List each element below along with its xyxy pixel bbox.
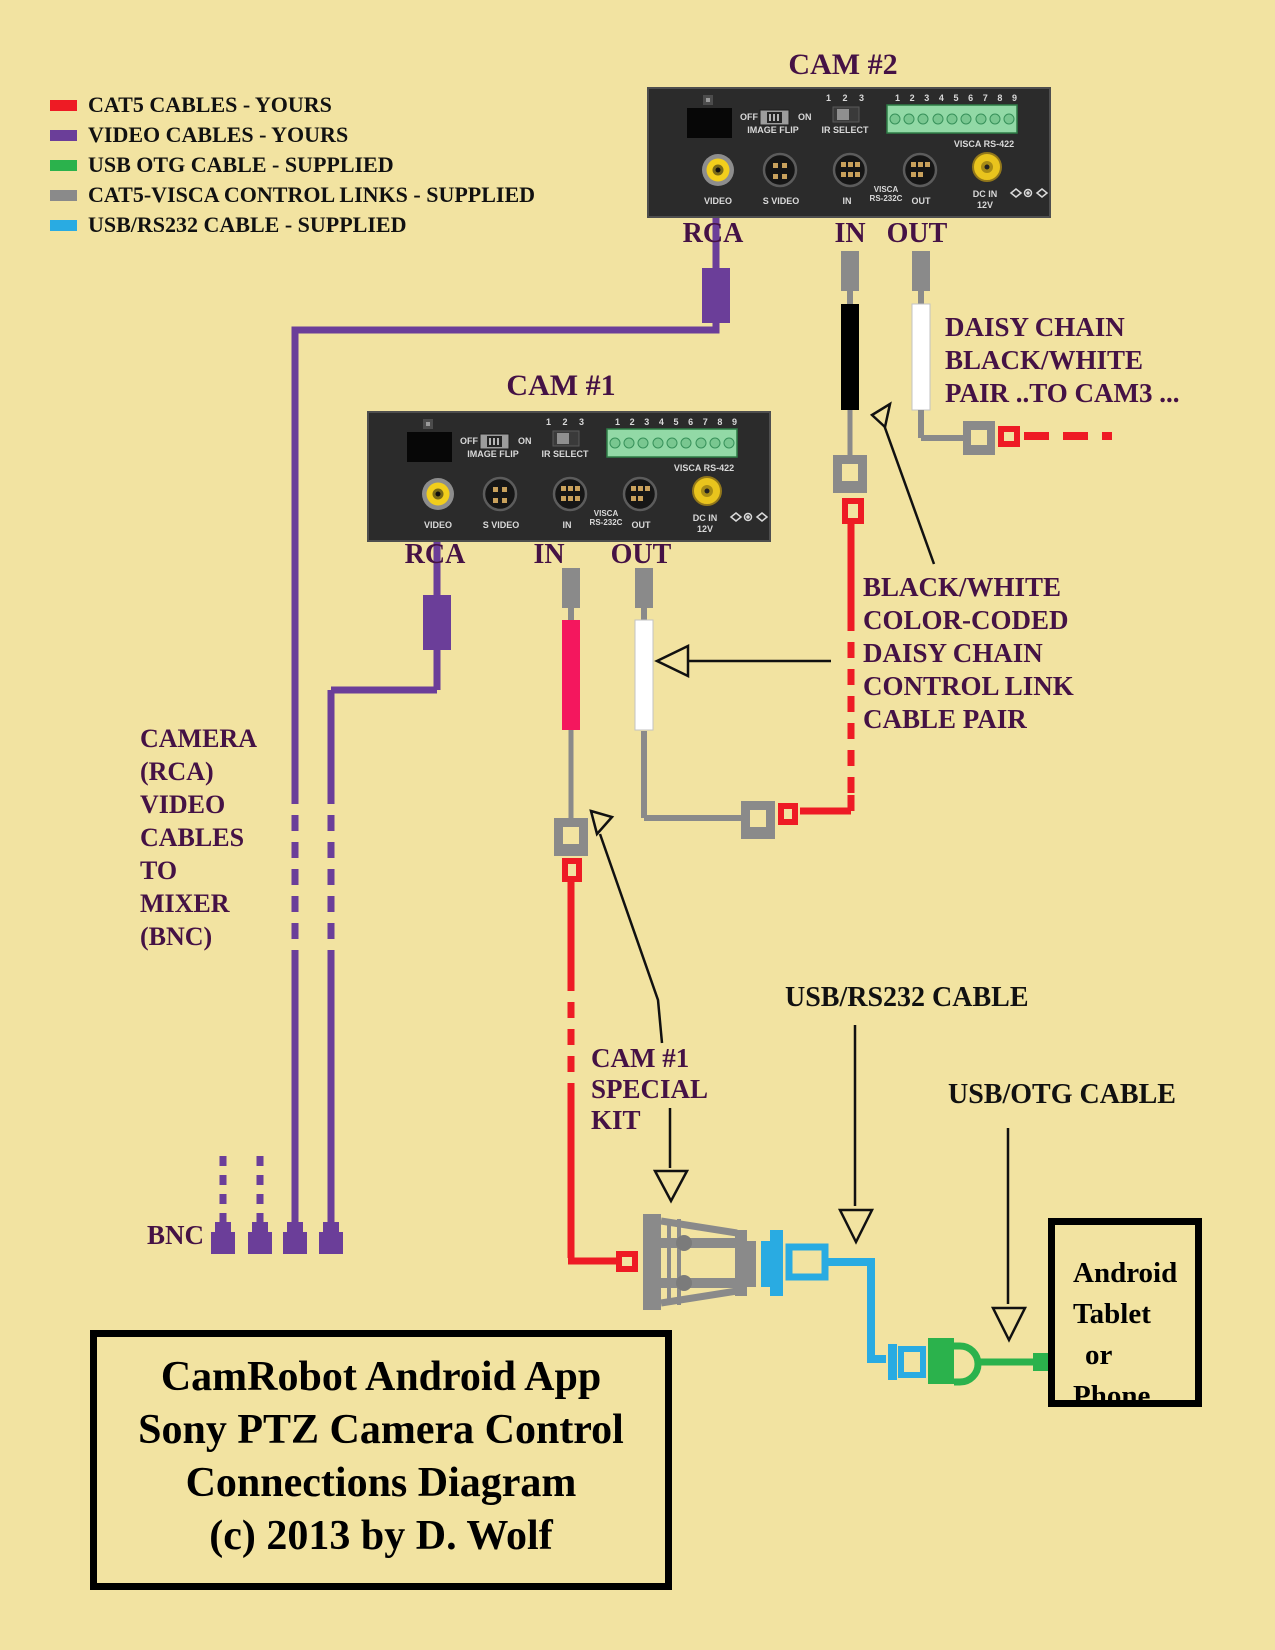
legend-label: VIDEO CABLES - YOURS [88,122,349,147]
cat5-plug [616,1251,638,1272]
android-line: Phone [1073,1380,1151,1412]
title-line: (c) 2013 by D. Wolf [209,1513,553,1559]
black-control-cable [841,304,859,410]
bnc-label: BNC [147,1220,205,1250]
cam2-in-plug [841,251,859,291]
legend-item-visca: CAT5-VISCA CONTROL LINKS - SUPPLIED [50,182,535,208]
legend-item-cat5: CAT5 CABLES - YOURS [50,92,332,118]
cam2-title: CAM #2 [788,48,898,81]
screw-icon [676,1235,692,1251]
rs232-plug [770,1230,783,1296]
screw-icon [676,1275,692,1291]
usb-rs232-cable [761,1230,926,1380]
micro-usb-plug [1033,1353,1049,1371]
cam2-out-plug [912,251,930,291]
cam1-title: CAM #1 [506,369,616,402]
arrow-to-coupler [589,809,615,837]
arrow-to-otg [990,1306,1028,1343]
title-line: Sony PTZ Camera Control [138,1407,624,1453]
arrow-to-rs232 [837,1208,875,1245]
cat5-plug [778,803,798,825]
otg-color-swatch [50,159,77,171]
legend-label: USB/RS232 CABLE - SUPPLIED [88,212,407,237]
legend-label: USB OTG CABLE - SUPPLIED [88,152,394,177]
cam2-out-chain [911,251,1112,455]
cat5-color-swatch [50,99,77,111]
extra-bnc-stubs [219,1156,264,1222]
title-box: CamRobot Android App Sony PTZ Camera Con… [90,1330,672,1590]
android-line: Android [1073,1257,1178,1289]
cam1-in-chain [554,568,638,1272]
cat5-plug [562,858,582,882]
cam1-in-plug [562,568,580,608]
usb-a-plug [898,1346,926,1378]
cam1-panel [366,410,772,543]
cam1-rca-label: RCA [404,539,466,570]
otg-plug [928,1338,954,1384]
cam2-rca-plug [702,268,730,323]
bw-pair-note: BLACK/WHITE COLOR-CODED DAISY CHAIN CONT… [863,572,1074,734]
cam2-rca-label: RCA [682,218,744,249]
android-line: Tablet [1073,1298,1151,1330]
arrow-to-black-cable [869,401,892,430]
annotation-arrows [589,401,1028,1343]
cam1-out-label: OUT [610,539,672,570]
cam2-in-chain [641,251,867,839]
pink-control-cable [562,620,580,730]
cam1-in-label: IN [533,539,565,570]
visca-color-swatch [50,189,77,201]
usb-rs232-label: USB/RS232 CABLE [785,982,1029,1013]
legend-item-video: VIDEO CABLES - YOURS [50,122,348,148]
android-device-box: Android Tablet or Phone [1048,1218,1202,1412]
white-control-cable [911,303,931,411]
title-line: Connections Diagram [185,1460,577,1506]
usb-otg-cable [928,1338,1049,1386]
cam2-panel [646,86,1052,219]
cat5-plug [998,426,1020,447]
camera-video-note: CAMERA (RCA) VIDEO CABLES TO MIXER (BNC) [140,724,257,951]
usb-otg-label: USB/OTG CABLE [948,1079,1176,1110]
white-control-cable [634,619,654,731]
video-color-swatch [50,129,77,141]
special-kit-note: CAM #1 SPECIAL KIT [591,1043,709,1135]
arrow-to-white-cable [654,644,690,678]
rca-plugs [423,268,730,650]
video-cables [219,217,720,1224]
daisy-chain-note: DAISY CHAIN BLACK/WHITE PAIR ..TO CAM3 .… [945,312,1180,408]
cam1-rca-plug [423,595,451,650]
legend-label: CAT5-VISCA CONTROL LINKS - SUPPLIED [88,182,536,207]
cam1-out-plug [635,568,653,608]
arrow-to-adapter [652,1169,690,1204]
legend-item-otg: USB OTG CABLE - SUPPLIED [50,152,394,178]
rs232-color-swatch [50,219,77,231]
cam2-out-label: OUT [886,218,948,249]
cam1-out-chain [634,568,654,731]
legend-item-rs232: USB/RS232 CABLE - SUPPLIED [50,212,406,238]
android-line: or [1085,1339,1113,1371]
cam2-in-label: IN [834,218,866,249]
cat5-plug [842,498,864,524]
title-line: CamRobot Android App [160,1354,602,1400]
bnc-connectors [211,1222,343,1254]
db9-adapter [643,1214,756,1310]
legend-label: CAT5 CABLES - YOURS [88,92,332,117]
